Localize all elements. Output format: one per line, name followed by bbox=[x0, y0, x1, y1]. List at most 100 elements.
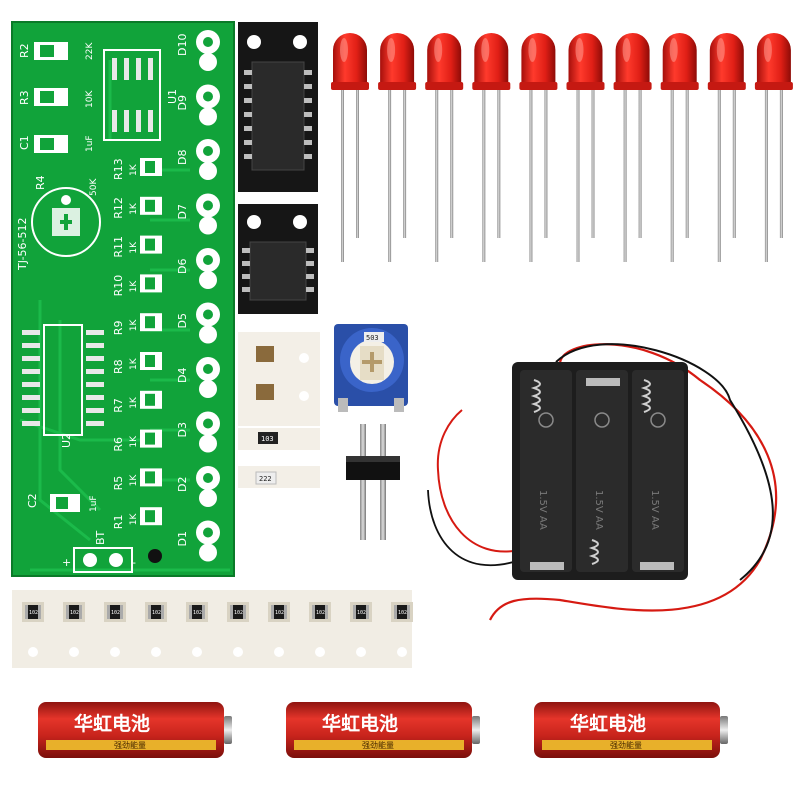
pcb-silkscreen: R2 R3 22K 10K C1 1uF R4 50K U1 TJ-56-512… bbox=[16, 42, 179, 569]
tape-resistor-1: 102 bbox=[22, 602, 44, 657]
smd-resistor-222: 222 bbox=[238, 466, 320, 488]
led-label-d1: D1 bbox=[176, 531, 189, 546]
u1-label: U1 bbox=[166, 89, 179, 104]
red-led-8 bbox=[660, 33, 699, 262]
c2-label: C2 bbox=[26, 493, 39, 508]
tape-resistor-7: 102 bbox=[268, 602, 290, 657]
board-model: TJ-56-512 bbox=[16, 217, 29, 271]
r4-label: R4 bbox=[34, 175, 47, 190]
red-led-3 bbox=[425, 33, 464, 262]
resistor-value-r6: 1K bbox=[129, 435, 139, 448]
c2-value: 1uF bbox=[89, 495, 99, 512]
resistor-label-r6: R6 bbox=[112, 437, 125, 452]
led-label-d10: D10 bbox=[176, 34, 189, 56]
red-led-6 bbox=[566, 33, 605, 262]
tape-resistor-code-10: 102 bbox=[398, 610, 407, 616]
led-row bbox=[331, 33, 793, 262]
led-pads bbox=[196, 30, 220, 562]
resistor-value-r12: 1K bbox=[129, 202, 139, 215]
resistor-value-r5: 1K bbox=[129, 474, 139, 487]
resistor-label-r11: R11 bbox=[112, 236, 125, 258]
led-pad-d9 bbox=[196, 84, 220, 126]
led-label-d4: D4 bbox=[176, 368, 189, 383]
tape-resistor-code-7: 102 bbox=[275, 610, 284, 616]
resistor-pad-r7 bbox=[140, 390, 162, 409]
r3-label: R3 bbox=[18, 90, 31, 105]
minus-label: - bbox=[132, 556, 136, 569]
c2-bt-pads bbox=[50, 494, 162, 573]
battery-holder: 1.5V AA 1.5V AA 1.5V AA bbox=[427, 343, 778, 621]
smd-cap-strip bbox=[238, 332, 320, 426]
resistor-pad-r13 bbox=[140, 158, 162, 176]
resistor-value-r10: 1K bbox=[129, 280, 139, 293]
battery-tagline-1: 强劲能量 bbox=[114, 740, 146, 750]
led-pad-d4 bbox=[196, 357, 220, 398]
u1-footprint bbox=[103, 49, 161, 141]
tape-resistor-3: 102 bbox=[104, 602, 126, 657]
red-led-2 bbox=[378, 33, 417, 262]
led-pad-d3 bbox=[196, 411, 220, 453]
pin-header bbox=[346, 424, 400, 540]
led-pad-d1 bbox=[196, 520, 220, 562]
resistor-column-pads bbox=[140, 158, 162, 526]
u2-label: U2 bbox=[60, 433, 73, 448]
tape-resistor-4: 102 bbox=[145, 602, 167, 657]
tape-resistor-code-5: 102 bbox=[193, 610, 202, 616]
led-pad-d10 bbox=[196, 30, 220, 71]
resistor-pad-r11 bbox=[140, 235, 162, 254]
red-led-9 bbox=[707, 33, 746, 262]
led-label-d5: D5 bbox=[176, 313, 189, 328]
resistor-label-r1: R1 bbox=[112, 515, 125, 530]
u2-footprint bbox=[22, 324, 104, 436]
r4-value: 50K bbox=[89, 178, 99, 196]
led-label-d2: D2 bbox=[176, 477, 189, 492]
r2-label: R2 bbox=[18, 43, 31, 58]
led-label-d3: D3 bbox=[176, 422, 189, 437]
resistor-value-r9: 1K bbox=[129, 318, 139, 331]
r3-value: 10K bbox=[85, 90, 95, 108]
battery-brand-3: 华虹电池 bbox=[570, 712, 646, 735]
resistor-value-r1: 1K bbox=[129, 512, 139, 525]
resistor-pad-r5 bbox=[140, 468, 162, 487]
tape-resistor-code-6: 102 bbox=[234, 610, 243, 616]
tape-resistor-code-1: 102 bbox=[29, 610, 38, 616]
battery-brand-2: 华虹电池 bbox=[322, 712, 398, 735]
r2-r3-pads bbox=[34, 42, 68, 153]
resistor-value-r13: 1K bbox=[129, 163, 139, 176]
tape-resistor-code-8: 102 bbox=[316, 610, 325, 616]
ic-soic-top bbox=[238, 22, 318, 192]
battery-tagline-3: 强劲能量 bbox=[610, 740, 642, 750]
led-label-d8: D8 bbox=[176, 150, 189, 165]
tape-resistor-5: 102 bbox=[186, 602, 208, 657]
smd-222-code: 222 bbox=[259, 475, 272, 483]
resistor-label-r13: R13 bbox=[112, 158, 125, 180]
led-pad-d5 bbox=[196, 302, 220, 344]
tape-resistor-10: 102 bbox=[391, 602, 413, 657]
ic-soic-bottom bbox=[238, 204, 318, 314]
led-pad-d8 bbox=[196, 139, 220, 180]
tape-resistor-code-2: 102 bbox=[70, 610, 79, 616]
resistor-value-r8: 1K bbox=[129, 357, 139, 370]
resistor-pad-r1 bbox=[140, 507, 162, 526]
resistor-value-r7: 1K bbox=[129, 396, 139, 409]
tape-resistor-code-3: 102 bbox=[111, 610, 120, 616]
battery-brand-1: 华虹电池 bbox=[74, 712, 150, 735]
plus-label: + bbox=[62, 556, 71, 569]
resistor-label-r7: R7 bbox=[112, 398, 125, 413]
tape-resistor-9: 102 bbox=[350, 602, 372, 657]
tape-resistor-6: 102 bbox=[227, 602, 249, 657]
c1-label: C1 bbox=[18, 135, 31, 150]
red-led-10 bbox=[754, 33, 793, 262]
trimmer-potentiometer: 503 bbox=[334, 324, 408, 412]
resistor-pad-r9 bbox=[140, 313, 162, 332]
red-led-7 bbox=[613, 33, 652, 262]
resistor-pad-r6 bbox=[140, 429, 162, 448]
resistor-pad-r10 bbox=[140, 274, 162, 293]
resistor-pad-r8 bbox=[140, 352, 162, 370]
